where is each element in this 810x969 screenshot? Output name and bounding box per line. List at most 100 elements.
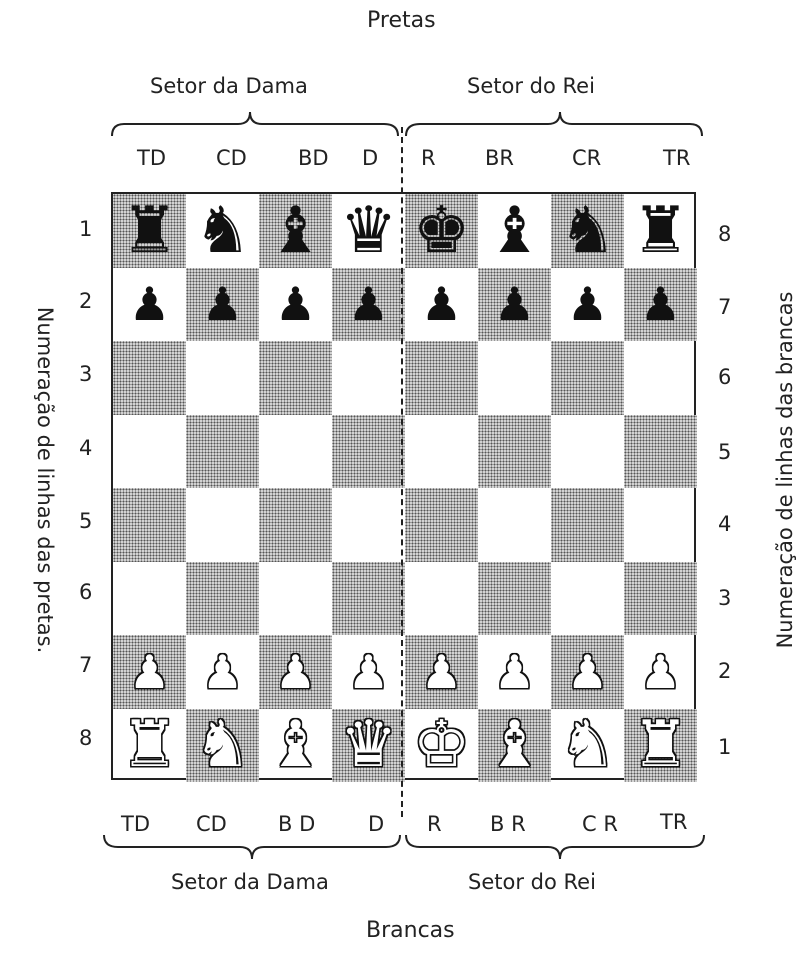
board-square: ♟ <box>624 635 697 709</box>
right-rank-number: 4 <box>718 512 731 536</box>
board-square: ♟ <box>186 635 259 709</box>
board-square <box>478 488 551 562</box>
black-bishop-icon: ♝ <box>259 194 332 268</box>
white-pawn-icon: ♟ <box>478 635 551 709</box>
board-square <box>259 341 332 415</box>
board-square: ♞ <box>186 709 259 783</box>
black-queen-icon: ♛ <box>332 194 405 268</box>
board-square <box>332 341 405 415</box>
board-square: ♜ <box>624 194 697 268</box>
board-square <box>113 562 186 636</box>
board-square <box>186 341 259 415</box>
board-square <box>624 415 697 489</box>
chess-board: ♜♞♝♛♚♝♞♜♟♟♟♟♟♟♟♟♟♟♟♟♟♟♟♟♜♞♝♛♚♝♞♜ <box>111 192 696 780</box>
board-square <box>551 562 624 636</box>
board-square: ♟ <box>332 635 405 709</box>
board-square <box>113 415 186 489</box>
board-square <box>551 415 624 489</box>
right-rank-number: 5 <box>718 440 731 464</box>
left-rank-number: 1 <box>79 217 92 241</box>
bottom-file-label: B D <box>278 812 315 836</box>
board-square <box>186 562 259 636</box>
board-square: ♟ <box>405 635 478 709</box>
board-square: ♝ <box>478 194 551 268</box>
bottom-file-label: C R <box>582 812 618 836</box>
board-square: ♟ <box>113 635 186 709</box>
board-square <box>551 341 624 415</box>
white-knight-icon: ♞ <box>186 709 259 783</box>
board-square: ♟ <box>113 268 186 342</box>
board-square <box>405 341 478 415</box>
board-square: ♟ <box>551 635 624 709</box>
black-rook-icon: ♜ <box>113 194 186 268</box>
white-rook-icon: ♜ <box>113 709 186 783</box>
board-square: ♛ <box>332 194 405 268</box>
board-square: ♚ <box>405 194 478 268</box>
board-square <box>405 562 478 636</box>
black-knight-icon: ♞ <box>186 194 259 268</box>
board-square: ♞ <box>186 194 259 268</box>
top-file-label: CD <box>216 146 247 170</box>
black-pawn-icon: ♟ <box>113 268 186 342</box>
board-square <box>551 488 624 562</box>
left-rank-number: 8 <box>79 726 92 750</box>
left-rank-number: 6 <box>79 580 92 604</box>
board-square: ♟ <box>259 268 332 342</box>
black-bishop-icon: ♝ <box>478 194 551 268</box>
black-knight-icon: ♞ <box>551 194 624 268</box>
right-rank-number: 3 <box>718 586 731 610</box>
board-square <box>405 415 478 489</box>
top-file-label: TD <box>137 146 166 170</box>
top-file-label: BD <box>298 146 329 170</box>
board-square <box>259 562 332 636</box>
board-square <box>259 415 332 489</box>
left-axis-label: Numeração de linhas das pretas. <box>33 307 57 654</box>
board-square: ♛ <box>332 709 405 783</box>
board-square <box>624 488 697 562</box>
left-rank-number: 2 <box>79 289 92 313</box>
white-rook-icon: ♜ <box>624 709 697 783</box>
black-king-icon: ♚ <box>405 194 478 268</box>
board-square <box>478 415 551 489</box>
top-file-label: CR <box>572 146 601 170</box>
black-pawn-icon: ♟ <box>186 268 259 342</box>
top-file-label: TR <box>663 146 690 170</box>
right-rank-number: 6 <box>718 365 731 389</box>
white-bishop-icon: ♝ <box>259 709 332 783</box>
board-square <box>332 488 405 562</box>
black-rook-icon: ♜ <box>624 194 697 268</box>
white-pawn-icon: ♟ <box>259 635 332 709</box>
black-pawn-icon: ♟ <box>624 268 697 342</box>
bottom-file-label: D <box>368 812 384 836</box>
board-square: ♚ <box>405 709 478 783</box>
top-file-label: R <box>421 146 436 170</box>
board-square: ♝ <box>259 709 332 783</box>
right-rank-number: 7 <box>718 295 731 319</box>
right-rank-number: 2 <box>718 659 731 683</box>
board-square: ♞ <box>551 709 624 783</box>
board-square <box>113 488 186 562</box>
bottom-file-label: TD <box>121 812 150 836</box>
board-square <box>186 488 259 562</box>
left-rank-number: 5 <box>79 509 92 533</box>
top-file-label: D <box>362 146 378 170</box>
white-pawn-icon: ♟ <box>405 635 478 709</box>
left-rank-number: 3 <box>79 362 92 386</box>
board-square: ♟ <box>186 268 259 342</box>
bottom-file-label: R <box>427 812 442 836</box>
board-square: ♟ <box>478 268 551 342</box>
board-square: ♜ <box>113 194 186 268</box>
white-bishop-icon: ♝ <box>478 709 551 783</box>
board-square: ♟ <box>259 635 332 709</box>
board-square <box>405 488 478 562</box>
board-square <box>478 562 551 636</box>
white-pawn-icon: ♟ <box>186 635 259 709</box>
right-rank-number: 1 <box>718 735 731 759</box>
bottom-file-label: TR <box>660 810 687 834</box>
left-rank-number: 7 <box>79 653 92 677</box>
board-square: ♝ <box>478 709 551 783</box>
white-pawn-icon: ♟ <box>113 635 186 709</box>
white-knight-icon: ♞ <box>551 709 624 783</box>
board-square: ♟ <box>624 268 697 342</box>
black-pawn-icon: ♟ <box>551 268 624 342</box>
